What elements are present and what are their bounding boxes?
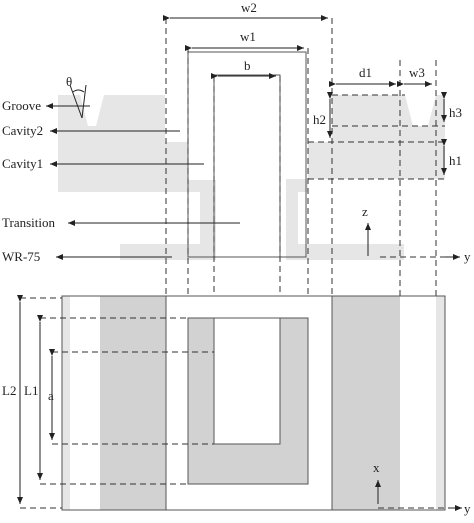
left-dark-region xyxy=(100,296,166,510)
l2-label: L2 xyxy=(2,383,16,398)
left-strip xyxy=(70,296,100,510)
right-strip xyxy=(400,296,436,510)
d1-label: d1 xyxy=(359,65,372,80)
right-transition xyxy=(286,179,308,244)
callouts: Groove Cavity2 Cavity1 Transition WR-75 xyxy=(2,98,240,264)
h3-label: h3 xyxy=(449,105,462,120)
y-axis-label-top: y xyxy=(464,501,471,516)
right-dark-region xyxy=(332,296,400,510)
cavity-pattern xyxy=(188,318,308,484)
right-lower-block xyxy=(308,142,445,179)
z-axis-label: z xyxy=(362,204,368,219)
left-lower-block xyxy=(58,142,188,192)
top-view: L2 L1 a xyxy=(2,295,446,511)
w2-outline xyxy=(165,295,333,511)
inner-cavity-outline xyxy=(213,74,281,258)
l1-label: L1 xyxy=(24,383,38,398)
right-wr75 xyxy=(286,244,404,260)
left-wr75 xyxy=(120,244,216,260)
theta-line-2 xyxy=(81,84,87,119)
w1-label: w1 xyxy=(240,29,256,44)
x-axis-label: x xyxy=(373,460,380,475)
side-view xyxy=(58,51,445,260)
y-axis-label-side: y xyxy=(464,249,471,264)
b-outline xyxy=(213,317,281,445)
groove-label: Groove xyxy=(2,98,41,113)
w2-label: w2 xyxy=(241,0,257,15)
left-transition xyxy=(188,180,216,244)
theta-line-1 xyxy=(69,84,83,119)
theta-label: θ xyxy=(66,74,72,89)
b-label: b xyxy=(244,58,251,73)
left-upper-block xyxy=(58,95,165,142)
transition-label: Transition xyxy=(2,215,55,230)
h1-label: h1 xyxy=(449,153,462,168)
right-upper-block xyxy=(332,95,445,142)
top-dimensions: w2 w1 b d1 w3 h2 h3 h1 θ xyxy=(66,0,462,175)
cavity2-label: Cavity2 xyxy=(2,123,43,138)
right-edge xyxy=(436,296,445,510)
wr75-label: WR-75 xyxy=(2,249,40,264)
side-axes: z y xyxy=(362,204,471,264)
theta-arc xyxy=(72,89,85,93)
a-label: a xyxy=(48,388,54,403)
cavity1-label: Cavity1 xyxy=(2,156,43,171)
h2-label: h2 xyxy=(313,112,326,127)
w3-label: w3 xyxy=(409,65,425,80)
top-axes: x y xyxy=(373,460,471,516)
